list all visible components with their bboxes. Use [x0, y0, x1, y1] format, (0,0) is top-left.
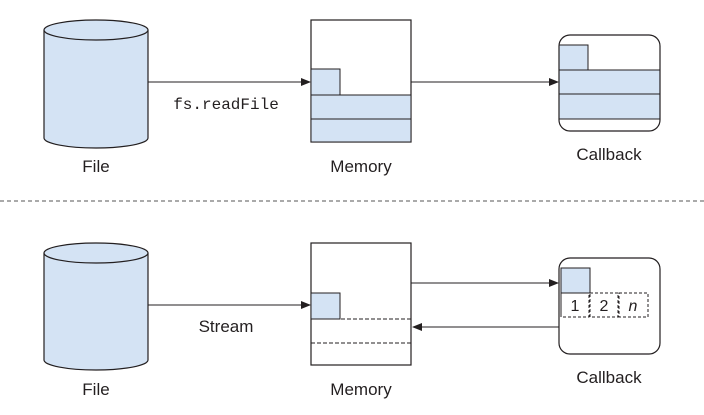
top-memory-label: Memory — [330, 157, 392, 176]
bottom-callback-label: Callback — [576, 368, 642, 387]
top-file-label: File — [82, 157, 109, 176]
chunk-cell-1 — [560, 292, 590, 318]
bottom-method-label: Stream — [199, 317, 254, 336]
chunk-label-2: 2 — [600, 298, 609, 315]
bottom-memory-box — [310, 242, 412, 366]
chunk-label-1: 1 — [571, 298, 580, 315]
top-method-label: fs.readFile — [173, 96, 279, 114]
top-file-cylinder — [43, 19, 149, 149]
top-callback-box — [558, 34, 661, 132]
top-callback-label: Callback — [576, 145, 642, 164]
bottom-file-cylinder — [43, 242, 149, 371]
bottom-file-label: File — [82, 380, 109, 399]
bottom-callback-box — [558, 257, 661, 355]
chunk-label-n: n — [629, 298, 638, 315]
chunk-cell-n — [618, 292, 649, 318]
chunk-cell-2 — [589, 292, 619, 318]
bottom-memory-label: Memory — [330, 380, 392, 399]
top-memory-box — [310, 19, 412, 143]
